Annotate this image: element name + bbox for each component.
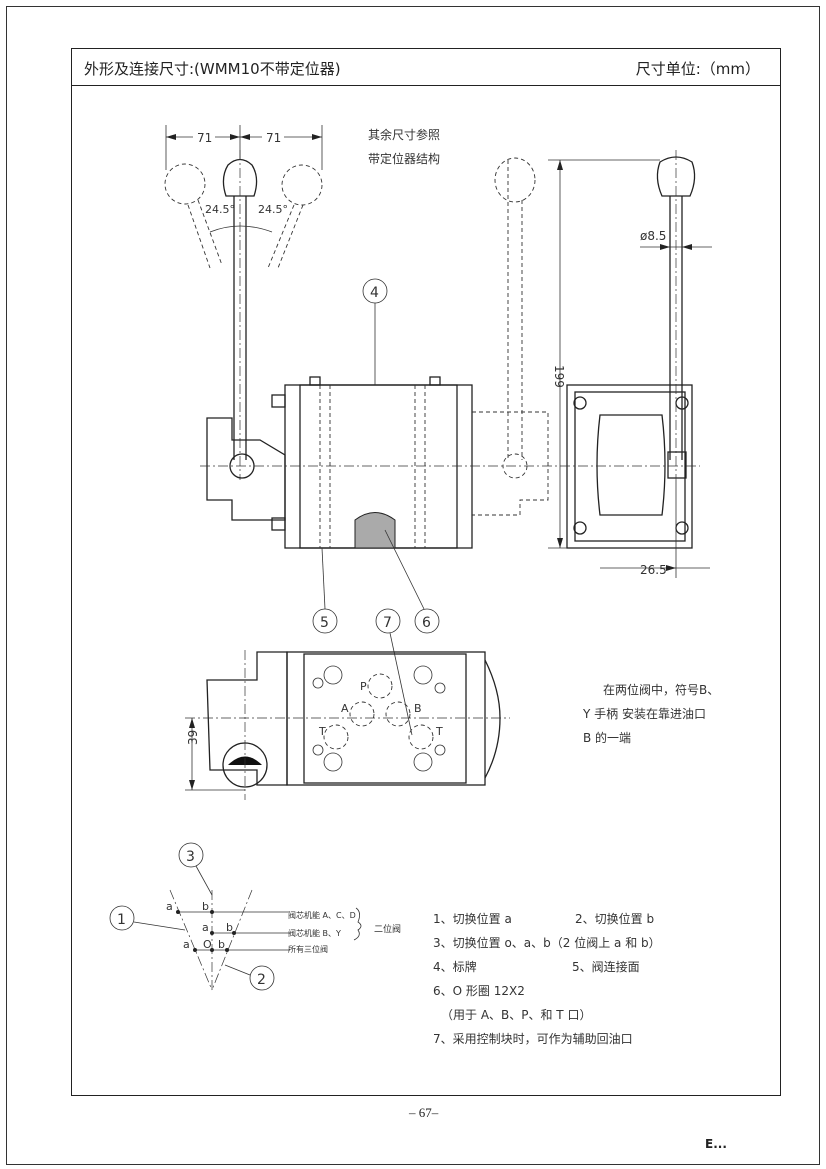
parts-legend: 1、切换位置 a 2、切换位置 b 3、切换位置 o、a、b（2 位阀上 a 和… [433,911,661,1046]
pos-a-3: a [183,938,190,951]
balloon-2: 2 [257,972,266,988]
switch-position-diagram: a b a b a O b 阀芯机能 A、C、D 阀芯机能 B、Y 所有三位阀 … [109,842,401,991]
port-t-left: T [318,725,326,738]
legend-1: 1、切换位置 a [433,911,512,926]
corner-mark: E... [705,1137,727,1151]
page-border [6,6,820,1165]
pos-b-2: b [226,921,233,934]
install-note-line-2: Y 手柄 安装在靠进油口 [582,706,706,721]
port-holes [312,665,446,772]
drawing-title: 外形及连接尺寸:(WMM10不带定位器) [84,60,341,78]
title-bar: 外形及连接尺寸:(WMM10不带定位器) 尺寸单位:（mm） [72,49,780,86]
pos-a-2: a [202,921,209,934]
dim-71-right: 71 [266,131,281,145]
valve-bottom-view: P A B T T 39 [185,650,510,800]
balloon-5: 5 [320,615,329,631]
angle-left: 24.5° [205,203,235,216]
legend-5: 5、阀连接面 [572,959,640,974]
page-number: – 67– [409,1105,439,1120]
dim-diameter: ø8.5 [640,229,666,243]
dim-71-left: 71 [197,131,212,145]
legend-3: 3、切换位置 o、a、b（2 位阀上 a 和 b） [433,935,661,950]
install-note: 在两位阀中，符号B、 Y 手柄 安装在靠进油口 B 的一端 [582,682,719,745]
port-a: A [341,702,349,715]
two-position-label: 二位阀 [374,923,401,935]
dim-26-5: 26.5 [640,563,667,577]
valve-front-view: 4 5 7 6 [200,157,560,736]
balloon-6: 6 [422,615,431,631]
dim-199: 199 [552,365,566,388]
spool-label-by: 阀芯机能 B、Y [288,928,341,938]
spool-label-acd: 阀芯机能 A、C、D [288,910,356,920]
lever-ball [222,158,258,197]
legend-6: 6、O 形圈 12X2 [433,984,525,998]
balloon-3: 3 [186,849,195,865]
legend-4: 4、标牌 [433,960,477,974]
balloon-1: 1 [117,912,126,928]
dim-39: 39 [186,730,200,745]
angle-right: 24.5° [258,203,288,216]
install-note-line-1: 在两位阀中，符号B、 [603,682,719,697]
balloon-7: 7 [383,615,392,631]
legend-7: 7、采用控制块时，可作为辅助回油口 [433,1032,633,1046]
install-note-line-3: B 的一端 [583,730,631,745]
legend-2: 2、切换位置 b [575,911,654,926]
pos-a-1: a [166,900,173,913]
spool-label-three: 所有三位阀 [288,944,328,954]
balloon-4: 4 [370,285,379,301]
legend-6-note: （用于 A、B、P、和 T 口） [441,1008,591,1022]
pos-o-3: O [203,938,212,951]
drawing-frame: 外形及连接尺寸:(WMM10不带定位器) 尺寸单位:（mm） [71,48,781,1096]
lever-swing-diagram: 71 71 24.5° 24.5° 其余尺寸参照 带定位器结构 [164,125,440,480]
pos-b-3: b [218,938,225,951]
port-t-right: T [435,725,443,738]
note-line-2: 带定位器结构 [368,151,440,166]
port-p: P [360,680,367,693]
port-b: B [414,702,422,715]
note-line-1: 其余尺寸参照 [368,127,440,142]
unit-label: 尺寸单位:（mm） [635,60,760,78]
valve-side-view: 199 ø8.5 26.5 [548,150,712,578]
pos-b-1: b [202,900,209,913]
